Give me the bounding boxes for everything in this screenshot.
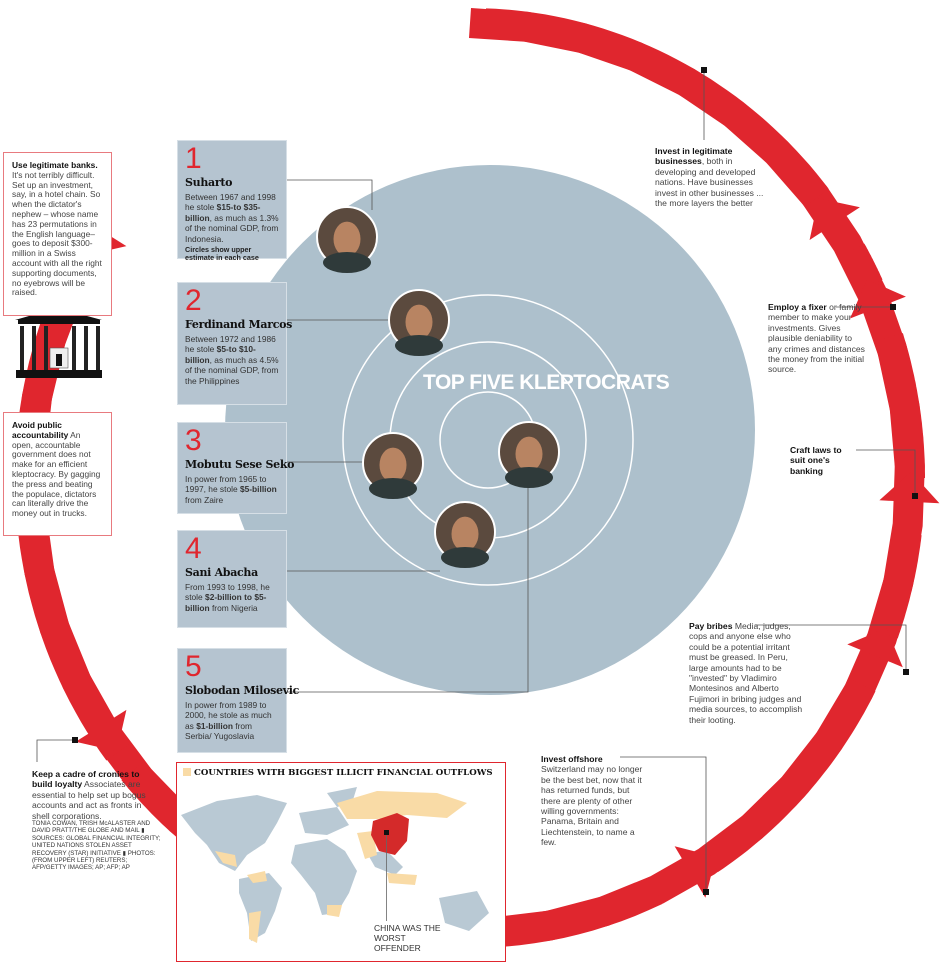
portrait-4 xyxy=(434,501,496,568)
rank: 4 xyxy=(185,532,202,565)
world-map xyxy=(181,787,489,943)
kleptocrat-name: Ferdinand Marcos xyxy=(185,318,293,331)
cycle-arrow-segment xyxy=(837,243,883,292)
arrowhead-icon xyxy=(75,709,127,752)
world-map-panel: COUNTRIES WITH BIGGEST ILLICIT FINANCIAL… xyxy=(176,762,506,962)
north-america xyxy=(181,795,287,871)
kleptocrat-panel-4: 4 Sani Abacha From 1993 to 1998, he stol… xyxy=(177,530,287,628)
south-america xyxy=(239,873,282,941)
circle-note: Circles show upper estimate in each case xyxy=(185,245,259,263)
arrowhead-icon xyxy=(809,198,860,240)
china-callout: CHINA WAS THE WORST OFFENDER xyxy=(374,923,441,953)
india xyxy=(357,831,377,859)
step-pay-bribes: Pay bribes Media, judges, cops and anyon… xyxy=(689,621,803,725)
southeast-asia xyxy=(367,851,403,875)
step-invest-offshore: Invest offshore Switzerland may no longe… xyxy=(541,754,643,848)
step-keep-cronies: Keep a cadre of cronies to build loyalty… xyxy=(32,769,146,821)
marker-squares xyxy=(72,67,918,895)
venezuela xyxy=(247,871,267,883)
step-avoid-accountability: Avoid public accountability An open, acc… xyxy=(3,412,112,536)
step-use-legitimate-banks: Use legitimate banks. It's not terribly … xyxy=(3,152,112,316)
step-craft-laws: Craft laws to suit one's banking xyxy=(790,445,842,476)
rank: 5 xyxy=(185,650,202,683)
portrait-5 xyxy=(498,421,560,488)
grey-circle xyxy=(225,165,755,695)
europe xyxy=(299,807,349,835)
cycle-arrow-segment xyxy=(484,8,829,208)
arrowhead-icon xyxy=(674,846,716,898)
step-employ-fixer: Employ a fixer or family member to make … xyxy=(768,302,865,375)
main-title: TOP FIVE KLEPTOCRATS xyxy=(423,371,670,394)
arrowhead-icon xyxy=(847,628,903,668)
kleptocrat-name: Sani Abacha xyxy=(185,566,258,579)
kleptocrat-panel-2: 2 Ferdinand Marcos Between 1972 and 1986… xyxy=(177,282,293,405)
cycle-arrow-segment xyxy=(14,317,131,761)
portrait-2 xyxy=(388,289,450,356)
map-title: COUNTRIES WITH BIGGEST ILLICIT FINANCIAL… xyxy=(183,768,493,778)
africa xyxy=(291,839,357,915)
portrait-3 xyxy=(362,432,424,499)
south-africa xyxy=(327,905,342,917)
portrait-1 xyxy=(316,206,378,273)
arrowhead-icon xyxy=(879,471,940,504)
step-invest-businesses: Invest in legitimate businesses, both in… xyxy=(655,146,764,209)
china-marker xyxy=(384,830,389,835)
credits: TONIA COWAN, TRISH McALASTER AND DAVID P… xyxy=(32,820,161,872)
cycle-arrow-segment xyxy=(701,677,876,873)
indonesia xyxy=(387,873,417,885)
china-highlight xyxy=(371,813,409,855)
rank: 1 xyxy=(185,142,202,175)
rank: 3 xyxy=(185,424,202,457)
kleptocrat-name: Slobodan Milosevic xyxy=(185,684,300,697)
mexico xyxy=(215,851,237,867)
arrowhead-icon xyxy=(850,279,906,319)
argentina xyxy=(249,911,261,943)
cycle-arrow-segment xyxy=(874,333,925,478)
kleptocrat-panel-1: 1 Suharto Between 1967 and 1998 he stole… xyxy=(177,140,287,262)
rank: 2 xyxy=(185,284,202,317)
kleptocrat-name: Mobutu Sese Seko xyxy=(185,458,295,471)
australia xyxy=(439,891,489,931)
kleptocrat-panel-5: 5 Slobodan Milosevic In power from 1989 … xyxy=(177,648,300,753)
kleptocrat-panel-3: 3 Mobutu Sese Seko In power from 1965 to… xyxy=(177,422,295,514)
russia xyxy=(337,791,467,819)
kleptocrat-name: Suharto xyxy=(185,176,233,189)
leader-lines xyxy=(36,70,916,892)
cycle-arrow-segment xyxy=(869,531,922,639)
legend-swatch xyxy=(183,768,191,776)
ring-large xyxy=(342,294,634,586)
